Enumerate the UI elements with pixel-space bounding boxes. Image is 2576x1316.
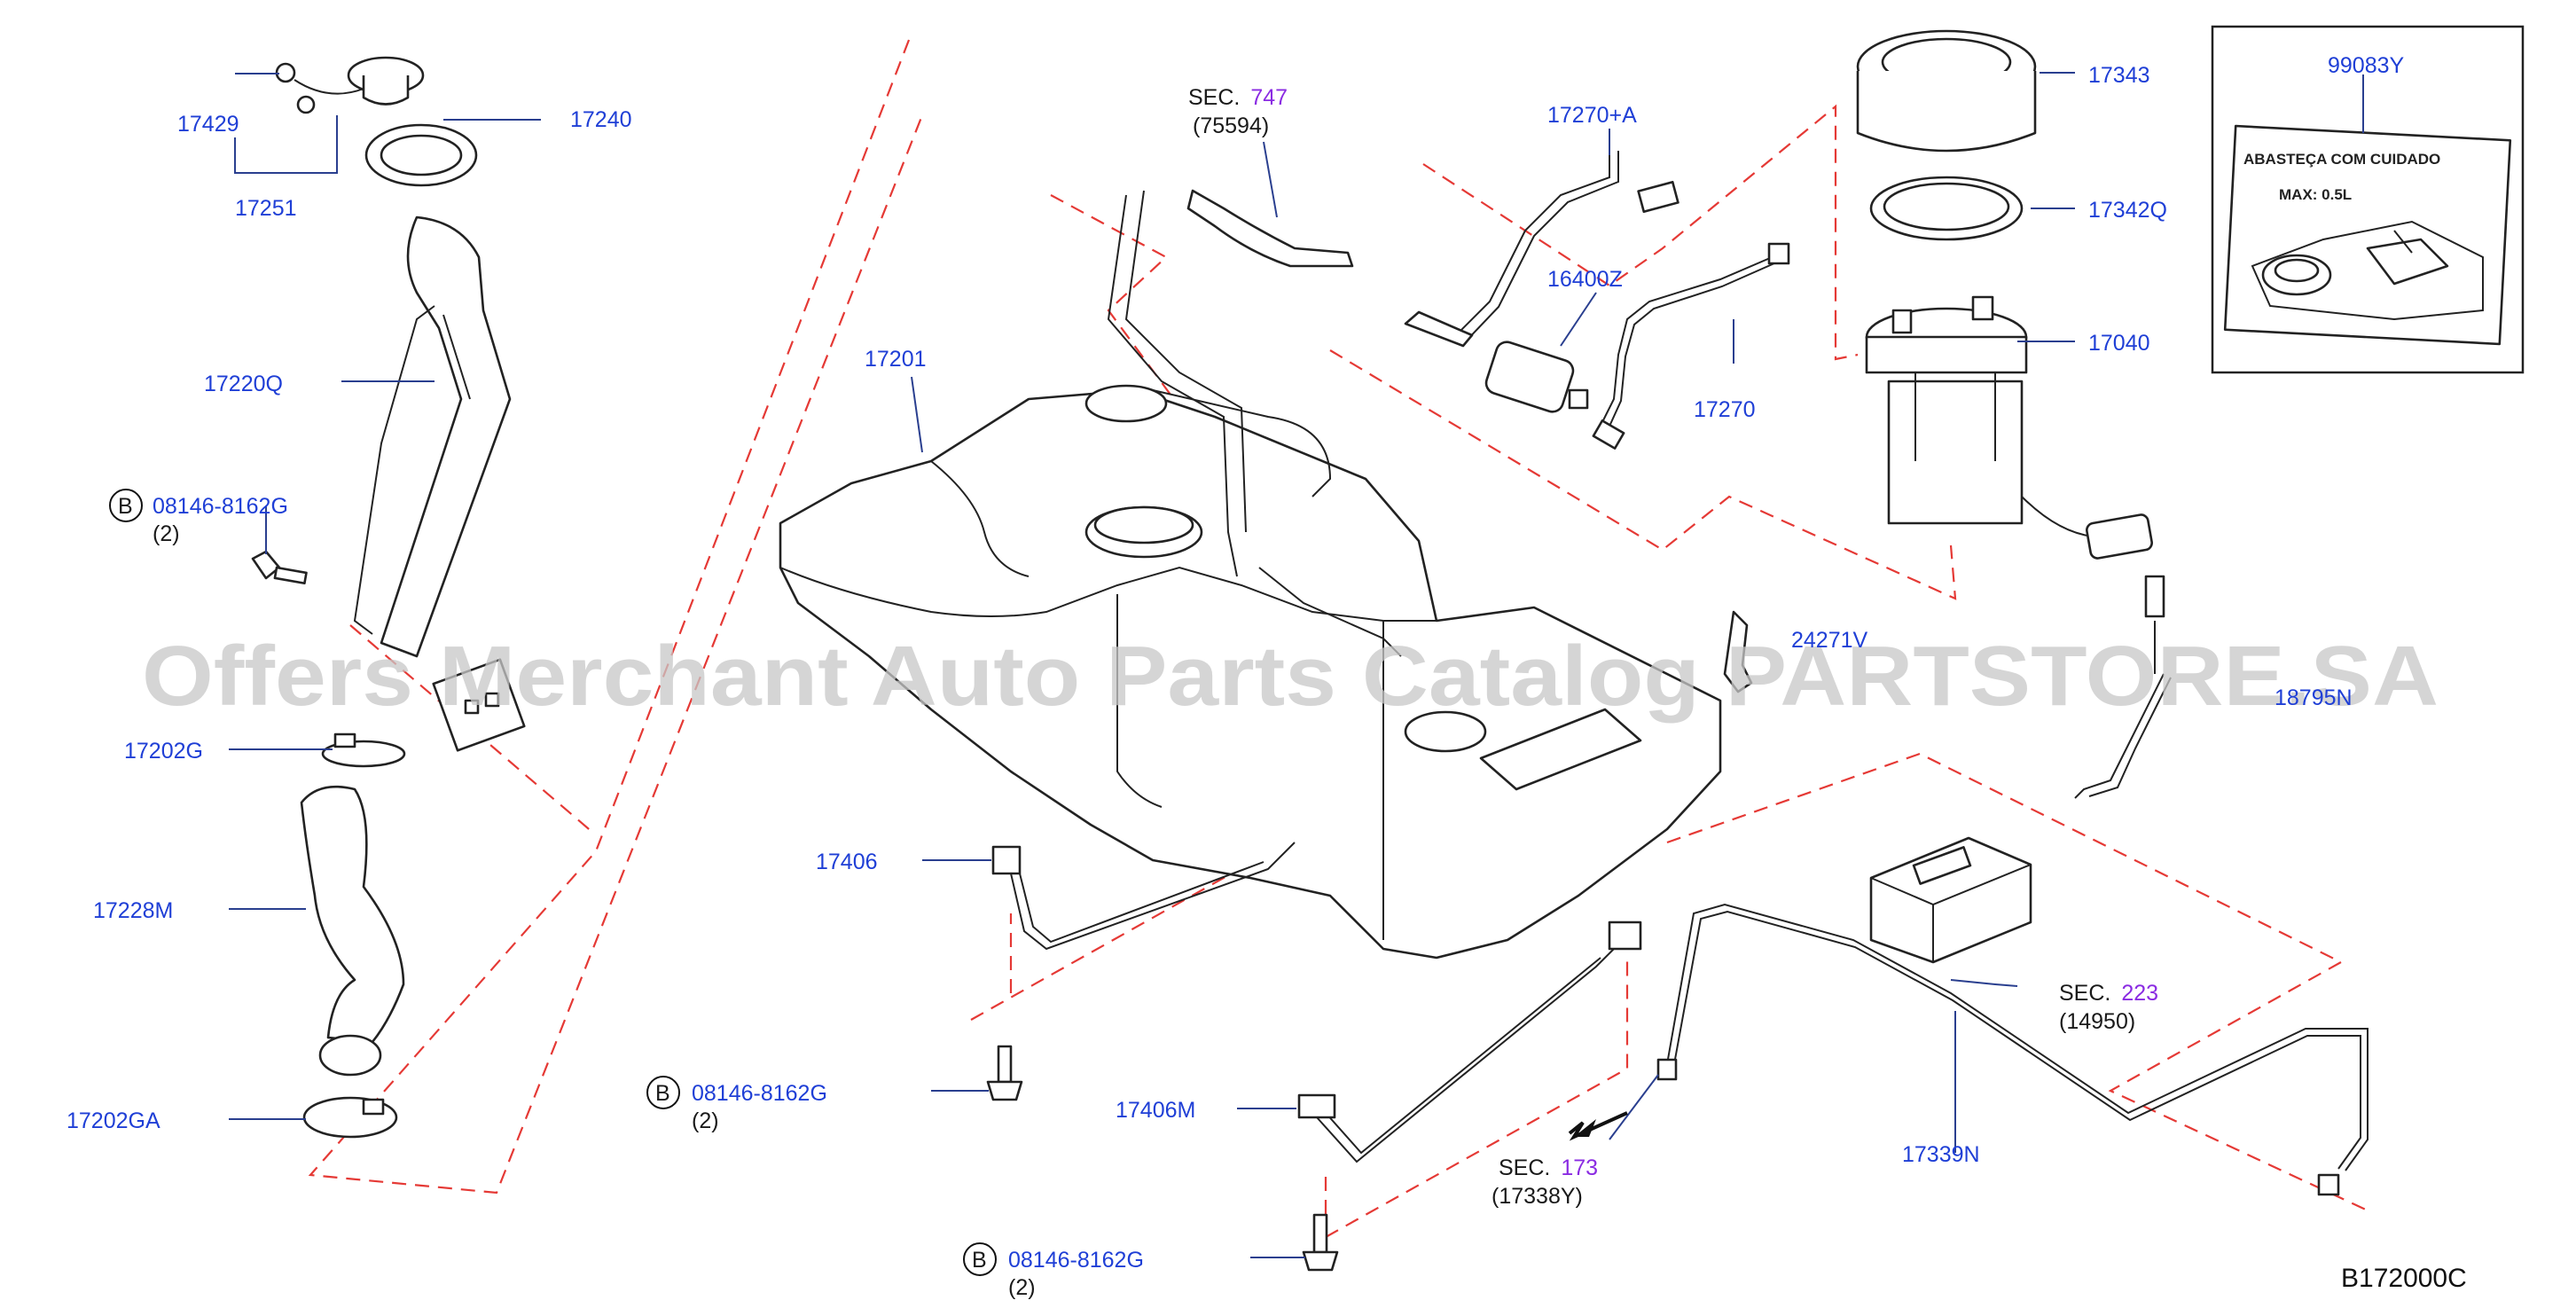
fuel-tank [779,190,1722,960]
evap-canister [1656,575,2369,1196]
callout-17040[interactable]: 17040 [2088,331,2150,356]
bolt-qty: (2) [692,1108,719,1133]
callout-17270[interactable]: 17270 [1694,397,1756,422]
callout-17339n[interactable]: 17339N [1902,1142,1980,1167]
caution-label-title: ABASTEÇA COM CUIDADO [2243,151,2440,168]
sec-173-sub: (17338Y) [1492,1184,1583,1209]
bolt-qty: (2) [153,521,180,546]
callout-17429[interactable]: 17429 [177,112,239,137]
callout-16400z[interactable]: 16400Z [1547,267,1623,292]
callout-18795n[interactable]: 18795N [2275,685,2353,710]
callout-99083y[interactable]: 99083Y [2328,53,2405,78]
caution-label-max: MAX: 0.5L [2279,186,2352,203]
part-callouts: 17429 17240 17251 17220Q 17202G 17228M 1… [67,53,2405,1167]
diagram-code: B172000C [2341,1264,2467,1293]
bolt-part-08146-8162g[interactable]: 08146-8162G [1008,1248,1144,1273]
callout-17202ga[interactable]: 17202GA [67,1108,161,1133]
callout-17342q[interactable]: 17342Q [2088,198,2167,223]
callout-17343[interactable]: 17343 [2088,63,2150,88]
sec-173-ref[interactable]: SEC.173 [1499,1155,1598,1180]
sec-223-ref[interactable]: SEC.223 [2059,981,2158,1006]
callout-17270a[interactable]: 17270+A [1547,103,1637,128]
callout-17220q[interactable]: 17220Q [204,372,283,396]
callout-17406[interactable]: 17406 [816,850,878,874]
leader-lines [229,72,2364,1258]
callout-17406m[interactable]: 17406M [1116,1098,1195,1123]
bolt-badge-circle [963,1242,997,1276]
sec-747-sub: (75594) [1193,114,1269,138]
bolt-badge-letter: B [655,1081,670,1106]
bolt-qty: (2) [1008,1275,1036,1300]
bolt-badge-circle [109,489,143,522]
bolt-part-08146-8162g[interactable]: 08146-8162G [153,494,288,519]
section-references: SEC.747 (75594) SEC.223 (14950) SEC.173 … [1188,85,2158,1209]
callout-17202g[interactable]: 17202G [124,739,203,764]
callout-17251[interactable]: 17251 [235,196,297,221]
fuel-filter-lines [1404,151,1790,450]
sec-173-arrow [1568,1111,1628,1141]
watermark: Offers Merchant Auto Parts Catalog PARTS… [142,629,2439,724]
caution-label-box: ABASTEÇA COM CUIDADO MAX: 0.5L [2211,25,2525,374]
fuel-pump-module [1856,29,2153,560]
harness-bracket [1723,610,1753,693]
bolt-badge-letter: B [118,494,133,519]
bolt-badge-letter: B [972,1248,987,1273]
callout-17240[interactable]: 17240 [570,107,632,132]
bolts [986,1045,1339,1272]
bolt-badge-circle [646,1076,680,1109]
vent-hose-75594 [1186,189,1354,268]
tank-straps [991,842,1642,1163]
sec-173-arrowhead [1574,1119,1596,1137]
callout-24271v[interactable]: 24271V [1791,628,1868,653]
callout-17228m[interactable]: 17228M [93,898,173,923]
bolt-part-08146-8162g[interactable]: 08146-8162G [692,1081,827,1106]
fuel-filler-assembly [251,56,526,1139]
bolt-callouts: B 08146-8162G (2) B 08146-8162G (2) B 08… [109,489,1144,1300]
sec-223-sub: (14950) [2059,1009,2135,1034]
sec-747-ref[interactable]: SEC.747 [1188,85,1288,110]
callout-17201[interactable]: 17201 [865,347,927,372]
